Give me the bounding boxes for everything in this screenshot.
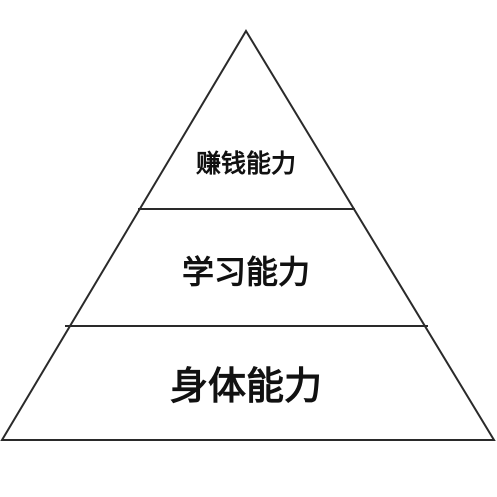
tier-label-top: 赚钱能力 (196, 149, 296, 178)
pyramid-outline (0, 29, 496, 441)
tier-label-bottom: 身体能力 (170, 364, 322, 408)
tier-label-middle: 学习能力 (182, 253, 310, 291)
